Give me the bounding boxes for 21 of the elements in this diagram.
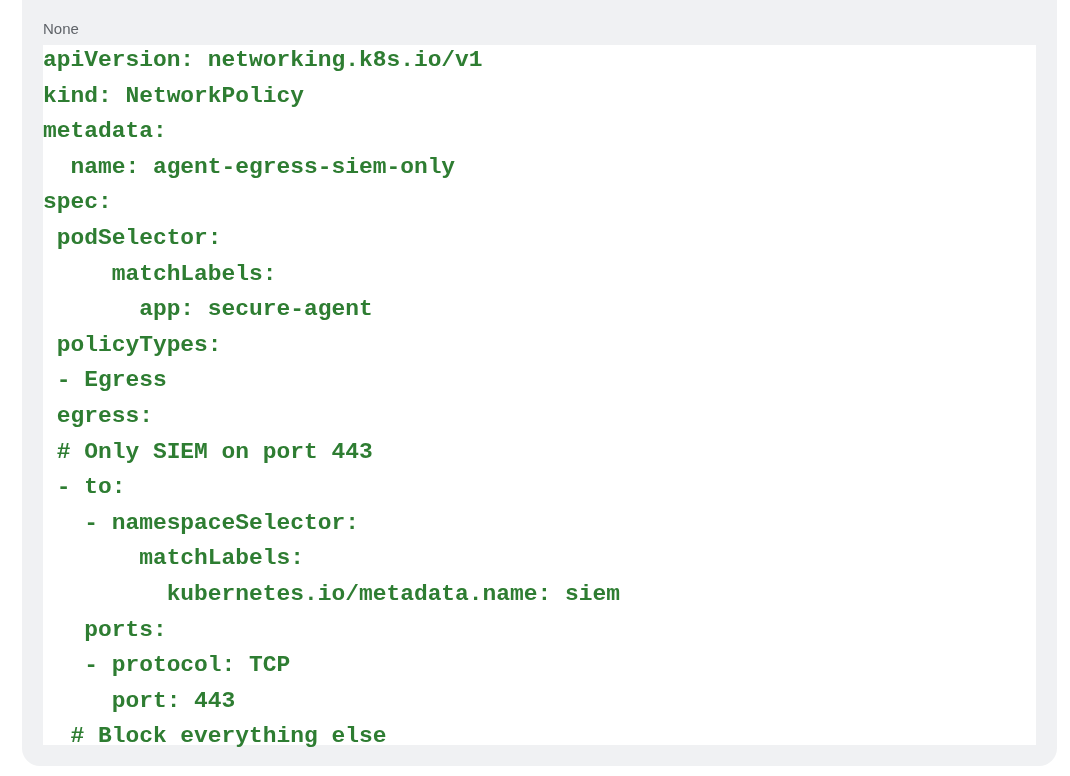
code-line: app: secure-agent	[138, 296, 373, 325]
code-line: - Egress	[55, 367, 167, 396]
code-line: port: 443	[110, 687, 236, 716]
code-line: spec:	[43, 189, 112, 218]
language-label: None	[43, 20, 79, 37]
code-line: # Block everything else	[69, 723, 387, 752]
code-line: - protocol: TCP	[83, 652, 291, 681]
code-line: - to:	[55, 474, 126, 503]
code-line: metadata:	[43, 118, 167, 147]
code-line: podSelector:	[55, 225, 222, 253]
code-line: egress:	[55, 403, 153, 431]
code-line: - namespaceSelector:	[83, 509, 359, 538]
code-line: ports:	[83, 616, 167, 645]
code-line: kubernetes.io/metadata.name: siem	[165, 581, 620, 609]
code-line: apiVersion: networking.k8s.io/v1	[43, 47, 483, 75]
code-line: kind: NetworkPolicy	[43, 82, 304, 111]
code-line: matchLabels:	[110, 260, 277, 289]
code-line: name: agent-egress-siem-only	[69, 153, 456, 182]
code-line: policyTypes:	[55, 331, 222, 360]
code-line: # Only SIEM on port 443	[55, 438, 373, 467]
code-line: matchLabels:	[138, 545, 304, 574]
